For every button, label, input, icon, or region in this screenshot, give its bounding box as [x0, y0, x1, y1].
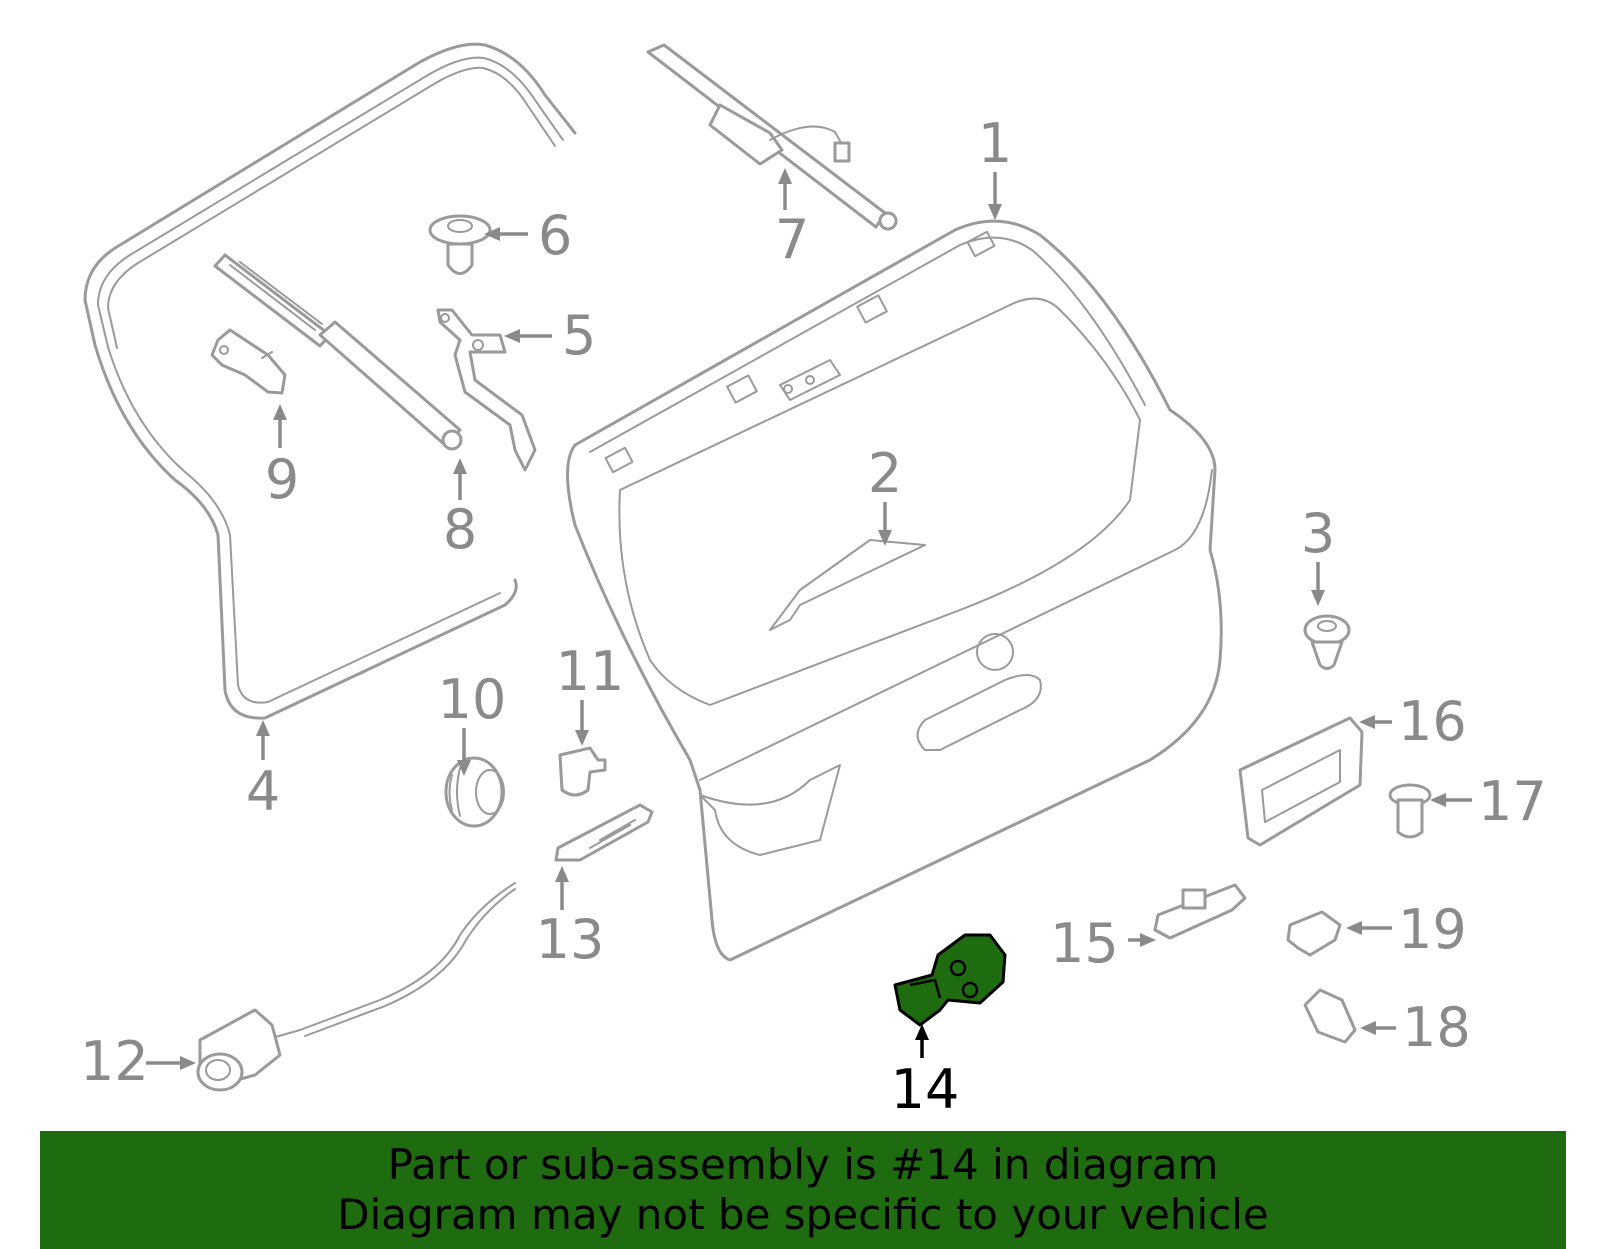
part-7-strut [646, 43, 898, 231]
svg-text:1: 1 [978, 112, 1012, 175]
part-15-lamp [1153, 883, 1247, 940]
svg-text:5: 5 [562, 304, 596, 367]
callout-17: 17 [1430, 770, 1547, 833]
callout-10: 10 [438, 668, 507, 776]
svg-text:9: 9 [265, 448, 299, 511]
svg-text:11: 11 [556, 640, 625, 703]
svg-text:6: 6 [538, 204, 572, 267]
callout-5: 5 [504, 304, 596, 367]
svg-text:7: 7 [775, 208, 809, 271]
callout-19: 19 [1346, 898, 1467, 961]
part-5-hinge [436, 308, 537, 472]
part-4-weatherstrip [83, 42, 577, 720]
part-8-lift-strut [213, 253, 463, 451]
part-12-latch [196, 882, 516, 1092]
svg-text:18: 18 [1402, 996, 1471, 1059]
svg-text:3: 3 [1301, 502, 1335, 565]
svg-text:8: 8 [443, 498, 477, 561]
callout-6: 6 [484, 204, 572, 267]
part-19-clip [1286, 910, 1342, 957]
part-13-module [554, 803, 654, 862]
callout-3: 3 [1301, 502, 1335, 606]
callout-9: 9 [265, 404, 299, 511]
banner-line-2: Diagram may not be specific to your vehi… [337, 1190, 1269, 1239]
callout-7: 7 [775, 168, 809, 271]
callout-11: 11 [556, 640, 625, 746]
part-14-latch-highlighted [893, 933, 1007, 1027]
callout-4: 4 [246, 720, 280, 823]
callout-14: 14 [891, 1024, 960, 1121]
svg-text:16: 16 [1398, 690, 1467, 753]
callout-8: 8 [443, 458, 477, 561]
part-17-plug [1388, 783, 1432, 839]
callout-1: 1 [978, 112, 1012, 220]
callouts: 1 2 3 4 5 6 7 [80, 112, 1547, 1121]
part-18-holder [1303, 988, 1357, 1044]
part-1-liftgate [566, 219, 1223, 962]
callout-13: 13 [536, 866, 605, 971]
svg-text:12: 12 [80, 1030, 149, 1093]
banner-line-1: Part or sub-assembly is #14 in diagram [387, 1140, 1219, 1189]
svg-text:13: 13 [536, 908, 605, 971]
part-6-clip [428, 214, 492, 275]
svg-text:4: 4 [246, 760, 280, 823]
info-banner: Part or sub-assembly is #14 in diagram D… [40, 1131, 1566, 1249]
part-11-switch [558, 746, 607, 797]
svg-text:10: 10 [438, 668, 507, 731]
callout-18: 18 [1360, 996, 1471, 1059]
callout-12: 12 [80, 1030, 196, 1093]
part-10-grommet [444, 756, 505, 828]
part-16-bracket [1238, 716, 1364, 847]
svg-text:17: 17 [1478, 770, 1547, 833]
callout-2: 2 [868, 442, 902, 546]
svg-text:15: 15 [1050, 912, 1119, 975]
svg-text:19: 19 [1398, 898, 1467, 961]
part-3-clip [1303, 614, 1351, 670]
svg-text:2: 2 [868, 442, 902, 505]
part-9-bracket [210, 328, 287, 395]
callout-15: 15 [1050, 912, 1156, 975]
callout-16: 16 [1359, 690, 1467, 753]
svg-text:14: 14 [891, 1058, 960, 1121]
